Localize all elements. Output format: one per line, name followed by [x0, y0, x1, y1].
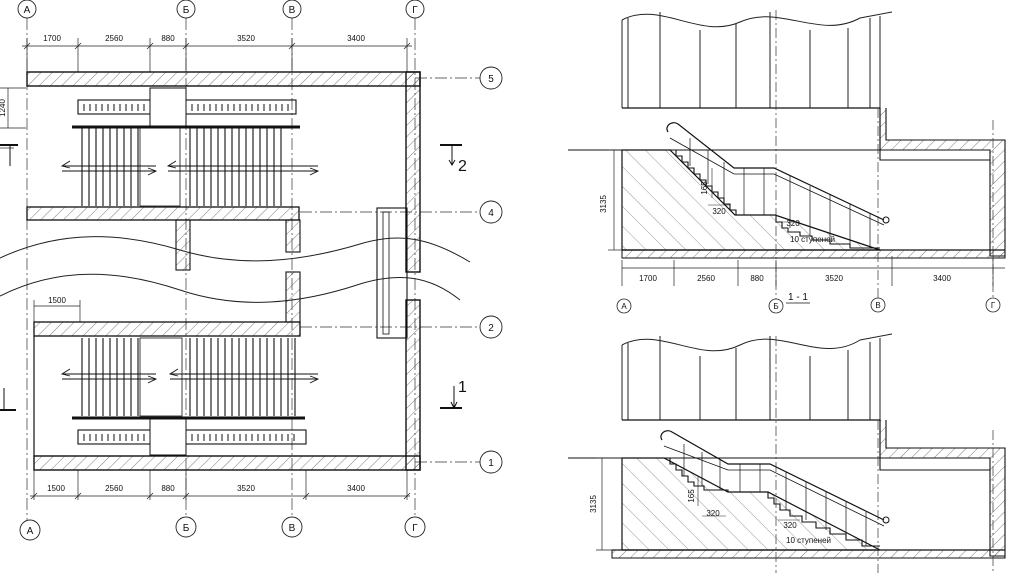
section-mark-label-1: 1 — [458, 379, 467, 396]
dim-top-1: 1700 — [43, 34, 61, 43]
sec1-title: 1 - 1 — [788, 292, 808, 303]
dim-bottom-5: 3400 — [347, 484, 365, 493]
axis-label-2: 2 — [488, 323, 494, 334]
dim-top-3: 880 — [161, 34, 175, 43]
axis-label-bottom-v: В — [289, 523, 296, 534]
section-mark-1 — [0, 386, 462, 411]
axis-label-bottom-a: А — [27, 526, 34, 537]
axis-label-4: 4 — [488, 208, 494, 219]
dim-bottom-3: 880 — [161, 484, 175, 493]
dim-top-5: 3400 — [347, 34, 365, 43]
axis-bubbles-top: А Б В Г — [17, 0, 425, 19]
lower-stair-cell — [33, 271, 421, 471]
sec1-dim-1: 1700 — [639, 274, 657, 283]
axis-label-bottom-g: Г — [412, 523, 418, 534]
sec1-tread-a: 320 — [712, 207, 726, 216]
stair-treads-lower — [81, 338, 296, 416]
sec2-tread-a: 320 — [706, 509, 720, 518]
sec1-height: 3135 — [599, 195, 608, 213]
dim-bottom-4: 3520 — [237, 484, 255, 493]
floor-plan: А Б В Г А Б В Г 5 4 2 1 — [0, 0, 503, 541]
sec1-riser: 165 — [700, 181, 709, 195]
axis-label-1: 1 — [488, 458, 494, 469]
section-mark-2 — [440, 144, 462, 166]
axis-label-top-g: Г — [412, 5, 418, 16]
sec1-dim-5: 3400 — [933, 274, 951, 283]
direction-arrows-upper — [60, 160, 320, 176]
section-mark-label-2: 2 — [458, 158, 467, 175]
sec1-axis-v: В — [875, 301, 880, 310]
sec2-steps-note: 10 ступеней — [786, 536, 831, 545]
sec1-steps-note: 10 ступеней — [790, 235, 835, 244]
axis-label-top-v: В — [289, 5, 296, 16]
sec1-axis-g: Г — [991, 301, 996, 310]
dimension-chain-bottom — [30, 470, 411, 500]
dim-top-2: 2560 — [105, 34, 123, 43]
section-2: 3135 165 320 320 10 ступеней — [568, 333, 1006, 573]
sec2-riser: 165 — [687, 489, 696, 503]
dimension-chain-top — [22, 38, 412, 72]
sec1-dim-3: 880 — [750, 274, 764, 283]
axis-bubbles-bottom: А Б В Г — [19, 516, 426, 541]
landing-balusters-lower — [83, 434, 295, 441]
sec1-dim-2: 2560 — [697, 274, 715, 283]
axis-label-bottom-b: Б — [183, 523, 190, 534]
axis-bubbles-right: 5 4 2 1 — [479, 66, 503, 474]
axis-label-top-b: Б — [183, 5, 190, 16]
upper-stair-cell — [26, 71, 421, 273]
dim-top-4: 3520 — [237, 34, 255, 43]
direction-arrows-lower — [60, 368, 320, 384]
sec2-height: 3135 — [589, 495, 598, 513]
dim-lower-left-1500: 1500 — [48, 296, 66, 305]
stair-treads-upper — [81, 128, 282, 206]
axis-label-top-a: А — [24, 5, 31, 16]
section-1-1: 3135 165 320 320 10 ступеней 1700 2560 8… — [568, 10, 1006, 314]
dim-left-1240: 1240 — [0, 99, 7, 117]
sec1-axis-a: А — [621, 302, 627, 311]
sec1-dim-4: 3520 — [825, 274, 843, 283]
sec2-tread-b: 320 — [783, 521, 797, 530]
landing-balusters-upper — [83, 104, 289, 111]
break-lines — [0, 236, 471, 303]
dim-bottom-2: 2560 — [105, 484, 123, 493]
dim-bottom-1: 1500 — [47, 484, 65, 493]
axis-label-5: 5 — [488, 74, 494, 85]
sec1-tread-b: 320 — [786, 219, 800, 228]
sec1-axis-b: Б — [773, 302, 778, 311]
